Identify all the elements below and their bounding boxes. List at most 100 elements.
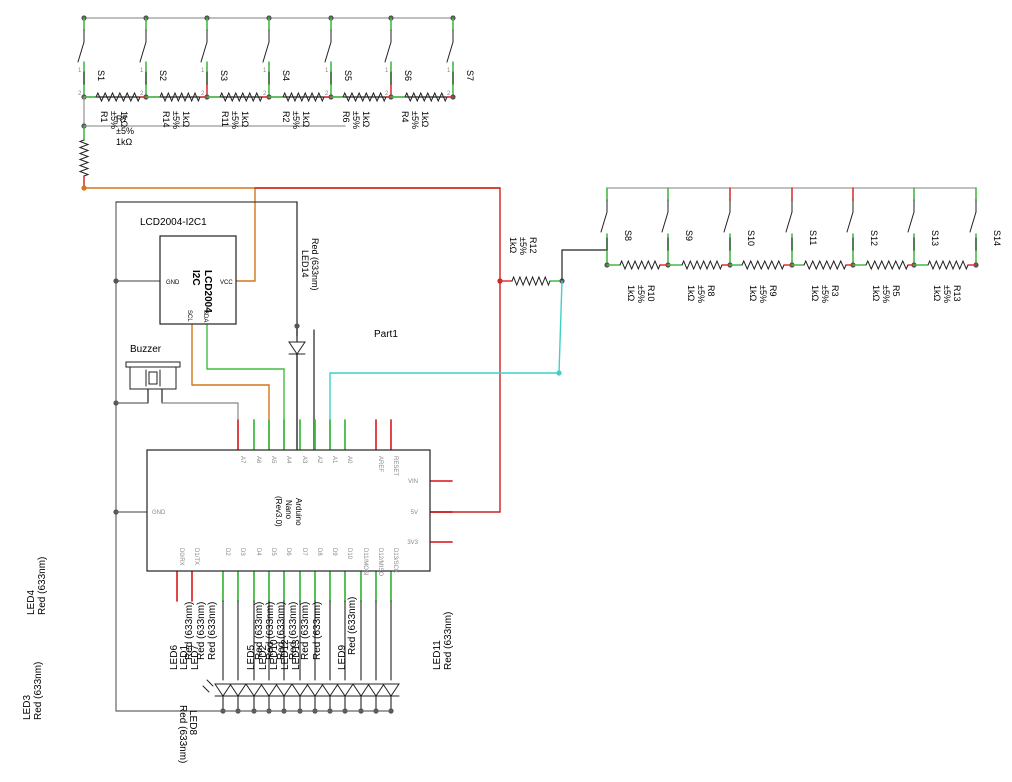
arduino-pin-label: D10 [346, 548, 352, 560]
resistor-R2 [282, 91, 325, 103]
led-symbol [352, 683, 370, 697]
lcd-name: LCD2004-I2C1 [140, 217, 207, 228]
pin-number: 1 [201, 68, 205, 74]
arduino-pin-label: D1/TX [193, 548, 199, 565]
arduino-pin-label: A1 [331, 456, 337, 464]
led4-name: LED4 [26, 590, 37, 615]
led6-name: LED6 [169, 645, 180, 670]
led9-name: LED9 [337, 645, 348, 670]
arduino-pin-label: A5 [270, 456, 276, 464]
lcd-pin-gnd: GND [166, 280, 180, 286]
resistor-R14 [159, 91, 201, 103]
arduino-line2: Nano [284, 500, 293, 520]
switch-S10-blade [723, 211, 731, 233]
arduino-pin-label: D2 [224, 548, 230, 556]
resistor-tolerance: ±5% [116, 126, 134, 136]
led-symbol [321, 683, 339, 697]
resistor-R4 [404, 91, 448, 103]
pin-number: 1 [385, 68, 389, 74]
resistor-tolerance: ±5% [518, 237, 528, 255]
led-spec: Red (633nm) [288, 602, 299, 660]
led-spec: Red (633nm) [184, 602, 195, 660]
resistor-value: 1kΩ [119, 111, 129, 128]
led11-name: LED11 [432, 640, 443, 670]
pin-number: 1 [447, 68, 451, 74]
resistor-tolerance: ±5% [758, 285, 768, 303]
junction-dot [113, 278, 119, 284]
arduino-pin-label: AREF [377, 456, 383, 472]
junction-dot [556, 370, 562, 376]
resistor-R9 [741, 259, 785, 271]
switch-label: S11 [808, 230, 818, 245]
led-symbol [229, 683, 247, 697]
led-symbol [306, 683, 324, 697]
led-symbol [275, 683, 293, 697]
switch-label: S12 [869, 230, 879, 246]
resistor-value: 1kΩ [420, 111, 430, 128]
arduino-pin-label: D12/MISO [377, 548, 383, 576]
switch-S5-blade [324, 41, 332, 63]
led11-spec: Red (633nm) [443, 612, 454, 670]
junction-dot [294, 323, 300, 329]
led14-spec: Red (633nm) [310, 238, 320, 291]
switch-S1-blade [77, 41, 85, 63]
resistor-R3 [803, 259, 847, 271]
lcd-inner-line2: I2C [190, 270, 201, 286]
switch-label: S2 [158, 70, 168, 81]
arduino-pin-label: 5V [411, 510, 418, 516]
arduino-pin-label: RESET [392, 456, 398, 476]
resistor-name: R4 [400, 111, 410, 123]
led5-name: LED5 [246, 645, 257, 670]
switch-label: S3 [219, 70, 229, 81]
pin-number: 1 [325, 68, 329, 74]
arduino-pin-label: D3 [239, 548, 245, 556]
resistor-tolerance: ±5% [351, 111, 361, 129]
led-name: LED2 [258, 645, 269, 670]
resistor-R7 [78, 139, 90, 177]
resistor-R5 [865, 259, 909, 271]
resistor-name: R10 [646, 285, 656, 302]
led14-symbol [288, 341, 306, 355]
resistor-tolerance: ±5% [636, 285, 646, 303]
buzzer-name: Buzzer [130, 344, 162, 355]
arduino-pin-label: A4 [285, 456, 291, 464]
led-symbol [336, 683, 354, 697]
switch-label: S7 [465, 70, 475, 81]
pin-number: 2 [201, 91, 205, 97]
led-name: LED13 [291, 639, 302, 670]
led-arrow [206, 679, 214, 687]
led-spec: Red (633nm) [347, 597, 358, 655]
lcd-inner-line1: LCD2004 [202, 270, 213, 313]
lcd-module-box [159, 235, 237, 325]
resistor-tolerance: ±5% [881, 285, 891, 303]
switch-S6-blade [384, 41, 392, 63]
resistor-tolerance: ±5% [696, 285, 706, 303]
led-symbol [382, 683, 400, 697]
led-spec: Red (633nm) [207, 602, 218, 660]
resistor-tolerance: ±5% [820, 285, 830, 303]
arduino-pin-label: A7 [239, 456, 245, 464]
switch-label: S9 [684, 230, 694, 241]
resistor-name: R5 [891, 285, 901, 297]
resistor-tolerance: ±5% [291, 111, 301, 129]
resistor-R13 [927, 259, 969, 271]
resistor-R8 [681, 259, 723, 271]
switch-S9-blade [661, 211, 669, 233]
lcd-pin-scl: SCL [186, 310, 192, 322]
resistor-name: R1 [99, 111, 109, 123]
resistor-name: R6 [341, 111, 351, 123]
resistor-name: R9 [768, 285, 778, 297]
led8-name: LED8 [187, 710, 198, 735]
pin-number: 2 [140, 91, 144, 97]
resistor-tolerance: ±5% [942, 285, 952, 303]
resistor-R10 [619, 259, 661, 271]
switch-label: S10 [746, 230, 756, 246]
resistor-value: 1kΩ [240, 111, 250, 128]
resistor-name: R8 [706, 285, 716, 297]
resistor-name: R2 [281, 111, 291, 123]
switch-S4-blade [262, 41, 270, 63]
resistor-name: R11 [220, 111, 230, 127]
arduino-pin-label: D0/RX [178, 548, 184, 566]
arduino-pin-label: D13/SCK [392, 548, 398, 573]
